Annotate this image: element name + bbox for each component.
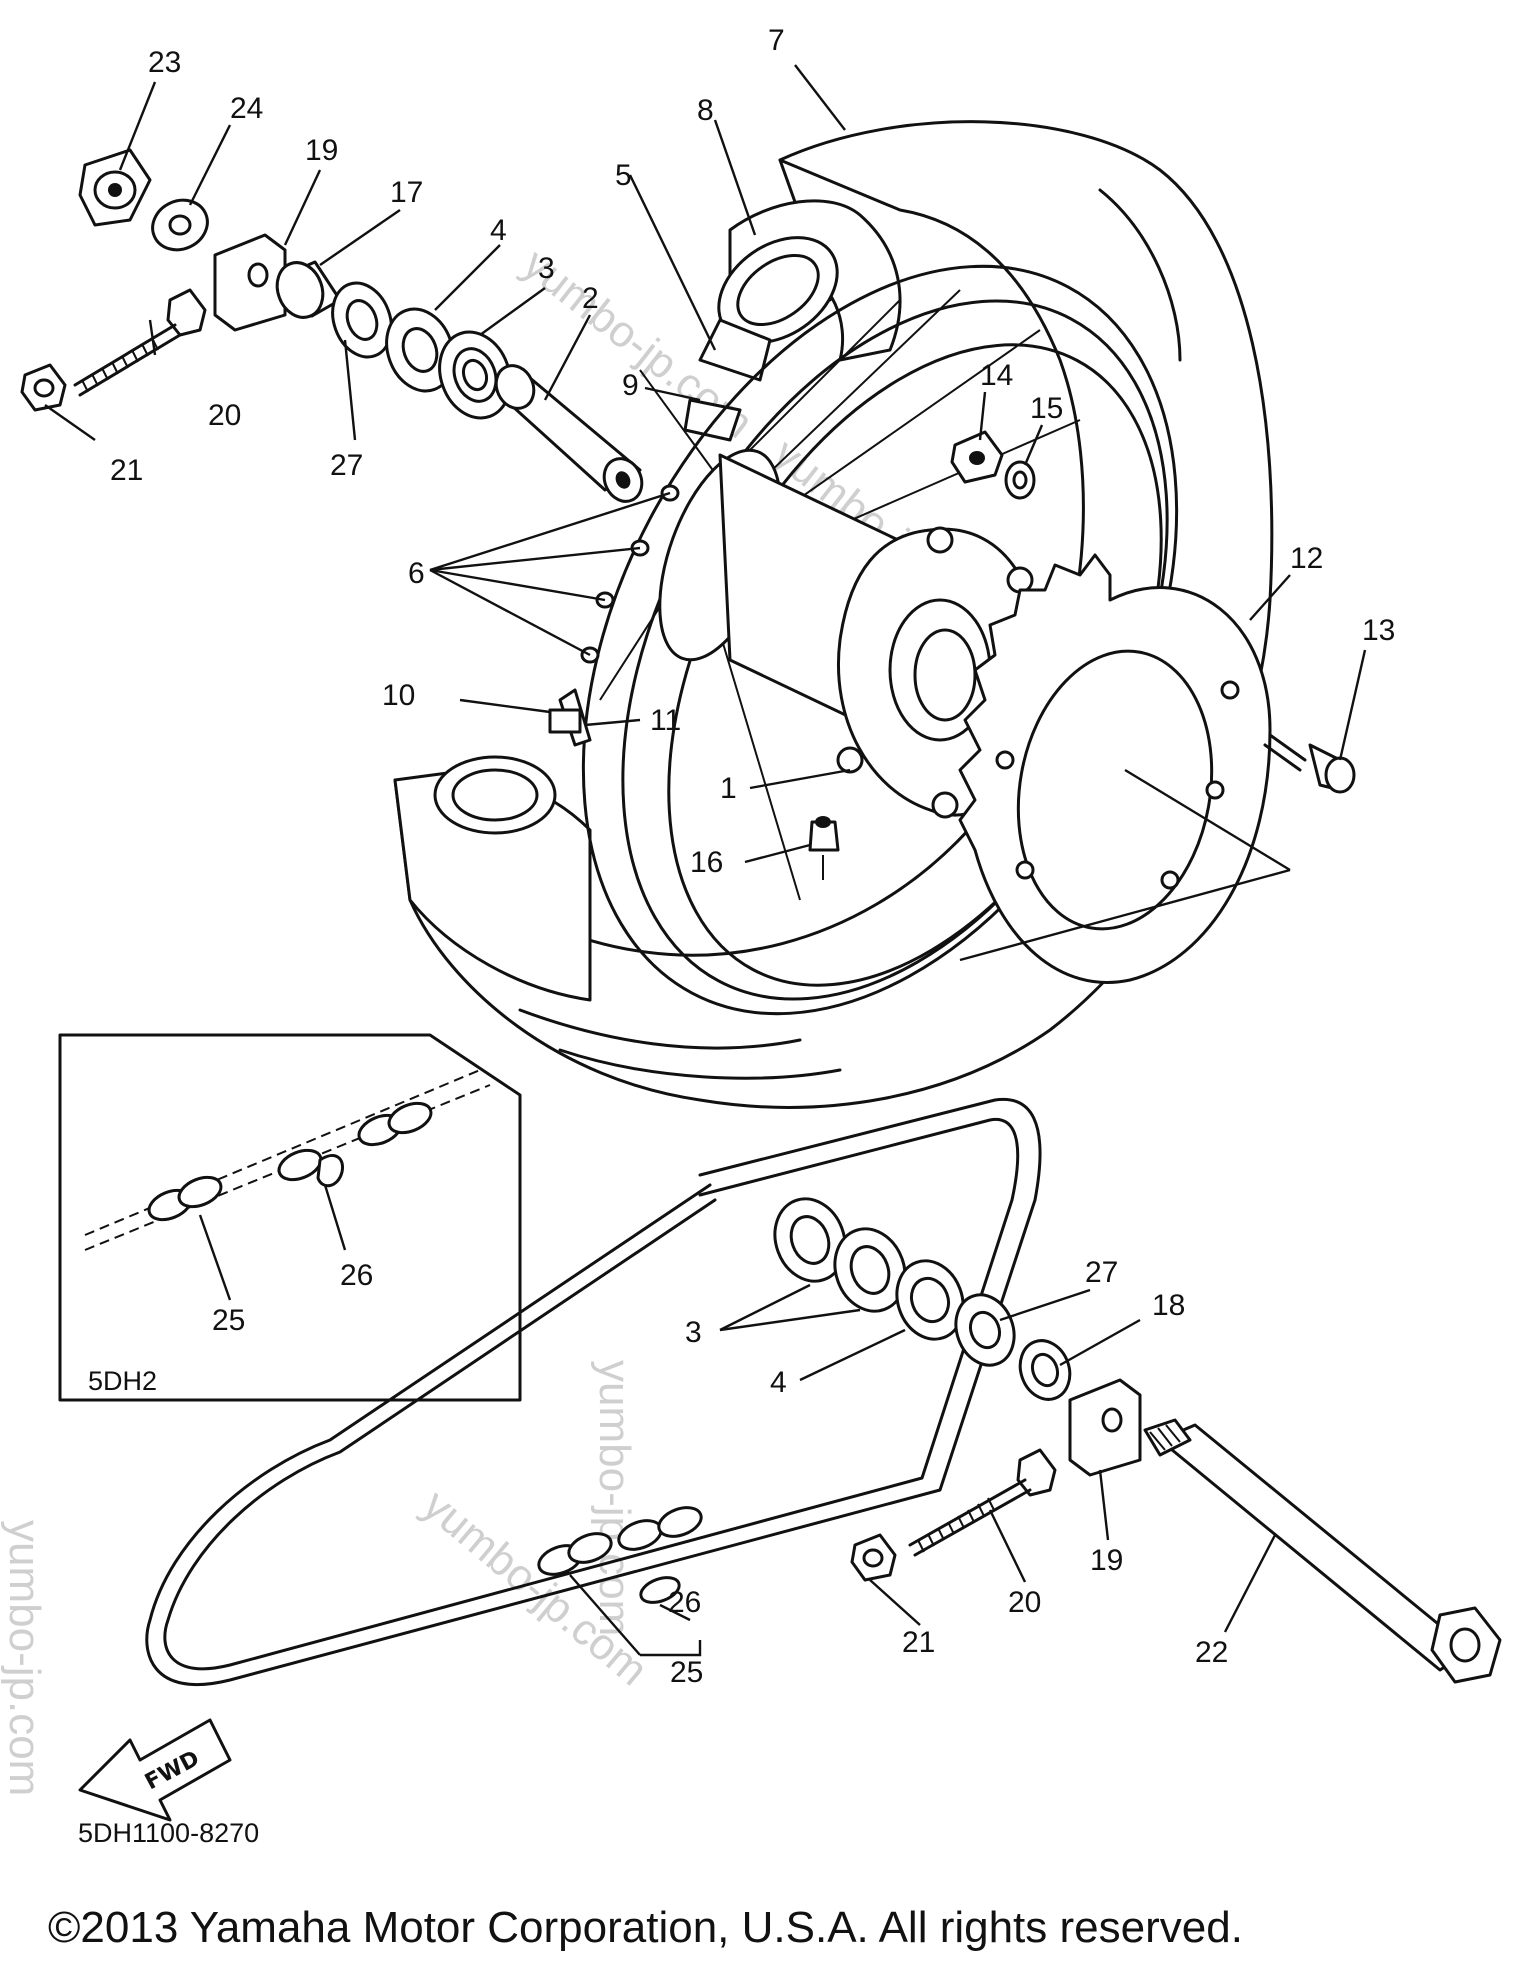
inset-5dh2 [58,1033,522,1402]
figure-code: 5DH1100-8270 [78,1818,259,1848]
callout-10: 10 [382,679,415,712]
sprocket [958,553,1291,984]
callout-3-top: 3 [538,252,555,285]
axle-nut [78,148,152,227]
callout-23: 23 [148,46,181,79]
bearing-3-top [438,330,512,420]
washer-24 [151,198,209,252]
callout-24: 24 [230,92,263,125]
watermark-5: yumbo-jp.com [0,1520,49,1796]
collar-18 [1018,1339,1072,1401]
callout-9: 9 [622,369,639,402]
callout-19-top: 19 [305,134,338,167]
callout-3-bottom: 3 [685,1316,702,1349]
drive-chain [145,1097,1042,1687]
callout-27-bottom: 27 [1085,1256,1118,1289]
adjusting-bolt-left [73,288,207,397]
chain-puller-left [213,233,287,332]
callout-4-bottom: 4 [770,1366,787,1399]
fwd-arrow-icon: FWD [78,1718,232,1822]
chain-puller-right [1068,1378,1142,1477]
sprocket-bolt-13 [1263,733,1356,794]
nut-14 [950,430,1004,484]
sprocket-center-leader [1124,768,1291,872]
callout-26-bottom: 26 [668,1586,701,1619]
callout-14: 14 [980,359,1013,392]
inset-chain-links [147,1101,433,1222]
hub-bolts [429,484,680,664]
spacer-2 [494,364,644,503]
adjusting-bolt-right [908,1448,1057,1557]
callout-13: 13 [1362,614,1395,647]
callout-16: 16 [690,846,723,879]
wheel-axle-22 [1143,1418,1502,1684]
chain-joint [537,1506,703,1604]
oil-seal-left [331,281,393,359]
watermark-3: yumbo-jp.com [590,1360,639,1636]
callout-18: 18 [1152,1289,1185,1322]
callout-25-bottom: 25 [670,1656,703,1689]
callout-numbers: 23 24 19 17 4 3 2 5 8 7 20 21 27 9 14 15… [110,24,1395,1689]
oil-seal-4-bottom [895,1259,965,1341]
copyright-notice: ©2013 Yamaha Motor Corporation, U.S.A. A… [48,1903,1243,1952]
callout-25-inset: 25 [212,1304,245,1337]
rim-band [683,318,772,442]
inset-master-link [316,1154,345,1188]
locknut-left [20,363,67,412]
callout-4-top: 4 [490,214,507,247]
inner-tube [717,199,902,362]
callout-11: 11 [650,704,681,737]
oil-seal-4-top [385,307,455,393]
callout-22: 22 [1195,1636,1228,1669]
bearing-3-bottom-a [773,1197,847,1283]
callout-17: 17 [390,176,423,209]
bearing-3-bottom-b [833,1227,907,1313]
callout-21-top: 21 [110,454,143,487]
locknut-right [850,1533,897,1582]
washer-15 [1004,460,1036,500]
oil-seal-27-bottom [954,1293,1016,1367]
callout-19-bottom: 19 [1090,1544,1123,1577]
callout-5: 5 [615,159,632,192]
callout-12: 12 [1290,542,1323,575]
callout-8: 8 [697,94,714,127]
callout-27-top: 27 [330,449,363,482]
callout-26-inset: 26 [340,1259,373,1292]
callout-6: 6 [408,557,425,590]
callout-15: 15 [1030,392,1063,425]
callout-2: 2 [582,282,599,315]
callout-20-top: 20 [208,399,241,432]
callout-7: 7 [768,24,785,57]
leader-lines [44,64,1367,1633]
callout-20-bottom: 20 [1008,1586,1041,1619]
nipple-16 [808,816,840,880]
callout-1: 1 [720,772,737,805]
inset-label: 5DH2 [88,1366,157,1396]
valve-10 [548,688,592,747]
callout-21-bottom: 21 [902,1626,935,1659]
